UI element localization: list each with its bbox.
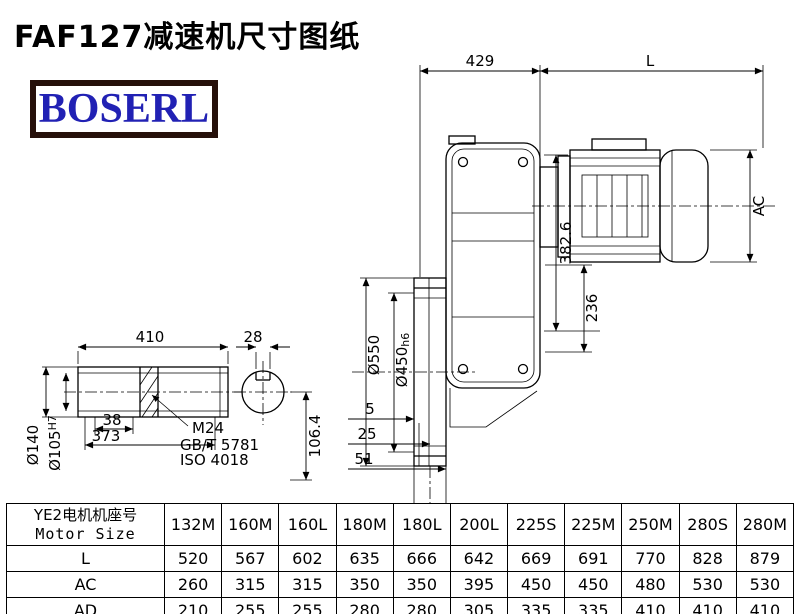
table-header-cell: 200L bbox=[449, 503, 509, 546]
table-cell: 635 bbox=[335, 545, 394, 572]
note-iso-label: ISO 4018 bbox=[180, 451, 249, 469]
table-cell: 315 bbox=[278, 571, 337, 598]
table-cell: 315 bbox=[221, 571, 280, 598]
dim-382: 382.6 bbox=[544, 154, 600, 332]
table-header-cell: 225S bbox=[507, 503, 566, 546]
table-cell: 280 bbox=[335, 597, 394, 614]
table-cell: 335 bbox=[507, 597, 566, 614]
table-cell: 480 bbox=[621, 571, 680, 598]
table-cell: 410 bbox=[678, 597, 737, 614]
dim-ac-label: AC bbox=[750, 196, 768, 216]
table-header-cell: 160M bbox=[221, 503, 280, 546]
dim-5-label: 5 bbox=[365, 400, 375, 418]
dim-28-label: 28 bbox=[243, 328, 262, 346]
table-header-cell: 250M bbox=[621, 503, 680, 546]
table-header-motor-size: YE2电机机座号 Motor Size bbox=[6, 503, 165, 546]
note-standard-label: GB/T 5781 bbox=[180, 436, 259, 454]
table-header-cn: YE2电机机座号 bbox=[33, 505, 138, 524]
bottom-dimensions: 5 25 51 bbox=[348, 400, 447, 503]
table-cell: 770 bbox=[621, 545, 680, 572]
table-cell: 691 bbox=[564, 545, 623, 572]
dimension-drawing: 429 L bbox=[24, 55, 775, 503]
dim-38-label: 38 bbox=[102, 411, 121, 429]
dim-ac: AC bbox=[710, 149, 768, 263]
table-cell: 410 bbox=[621, 597, 680, 614]
table-header-row: YE2电机机座号 Motor Size 132M 160M 160L 180M … bbox=[6, 503, 795, 546]
dim-236-label: 236 bbox=[583, 294, 601, 323]
brand-logo: BOSERL bbox=[30, 80, 218, 138]
table-cell: 350 bbox=[335, 571, 394, 598]
motor-size-table: YE2电机机座号 Motor Size 132M 160M 160L 180M … bbox=[6, 503, 795, 614]
hollow-shaft-detail: 410 Ø140 Ø105H7 38 373 M24 GB/T 5781 ISO… bbox=[24, 328, 259, 471]
table-cell: 260 bbox=[163, 571, 223, 598]
table-cell: 335 bbox=[564, 597, 623, 614]
table-row-l: L 520 567 602 635 666 642 669 691 770 82… bbox=[6, 545, 795, 572]
dim-d450: Ø450h6 bbox=[388, 292, 414, 453]
table-cell: 520 bbox=[163, 545, 223, 572]
table-header-cell: 132M bbox=[163, 503, 223, 546]
table-cell: 567 bbox=[221, 545, 280, 572]
table-header-cell: 180M bbox=[335, 503, 394, 546]
table-header-en: Motor Size bbox=[35, 525, 136, 544]
dim-d105-tol: H7 bbox=[46, 415, 59, 430]
table-cell: 669 bbox=[507, 545, 566, 572]
table-header-cell: 280M bbox=[735, 503, 795, 546]
note-thread-label: M24 bbox=[192, 419, 224, 437]
table-cell: 305 bbox=[449, 597, 509, 614]
table-cell: 450 bbox=[564, 571, 623, 598]
table-row-ac: AC 260 315 315 350 350 395 450 450 480 5… bbox=[6, 571, 795, 598]
table-cell: 255 bbox=[221, 597, 280, 614]
table-header-cell: 180L bbox=[392, 503, 451, 546]
table-cell: 602 bbox=[278, 545, 337, 572]
table-cell: 879 bbox=[735, 545, 795, 572]
dim-236: 236 bbox=[545, 264, 601, 353]
gearbox-housing bbox=[445, 135, 541, 428]
brand-logo-text: BOSERL bbox=[38, 86, 210, 132]
table-cell: 410 bbox=[735, 597, 795, 614]
dim-106-label: 106.4 bbox=[306, 415, 324, 458]
table-header-cell: 160L bbox=[278, 503, 337, 546]
dim-d450-tol: h6 bbox=[399, 333, 412, 347]
top-dimensions: 429 L bbox=[419, 55, 764, 277]
table-cell: 255 bbox=[278, 597, 337, 614]
table-cell: 280 bbox=[392, 597, 451, 614]
dim-l-label: L bbox=[646, 55, 655, 70]
row-label-ac: AC bbox=[6, 571, 165, 598]
table-cell: 210 bbox=[163, 597, 223, 614]
table-cell: 530 bbox=[735, 571, 795, 598]
dim-d450-value: Ø450 bbox=[393, 347, 411, 387]
page-title: FAF127减速机尺寸图纸 bbox=[14, 20, 361, 55]
dim-d105-label: Ø105H7 bbox=[46, 415, 64, 471]
table-cell: 666 bbox=[392, 545, 451, 572]
table-cell: 450 bbox=[507, 571, 566, 598]
row-label-ad: AD bbox=[6, 597, 165, 614]
table-cell: 828 bbox=[678, 545, 737, 572]
dim-410-label: 410 bbox=[136, 328, 165, 346]
dim-382-label: 382.6 bbox=[557, 222, 575, 265]
table-header-cell: 225M bbox=[564, 503, 623, 546]
dim-429-label: 429 bbox=[466, 55, 495, 70]
dim-d140-label: Ø140 bbox=[24, 425, 42, 465]
shaft-cross-section: 28 106.4 bbox=[234, 328, 324, 481]
row-label-l: L bbox=[6, 545, 165, 572]
dim-d550: Ø550 bbox=[360, 277, 414, 467]
dim-51-label: 51 bbox=[354, 450, 373, 468]
motor bbox=[532, 138, 775, 263]
table-cell: 530 bbox=[678, 571, 737, 598]
dim-d450-label: Ø450h6 bbox=[393, 333, 412, 387]
dim-d550-label: Ø550 bbox=[365, 335, 383, 375]
table-header-cell: 280S bbox=[678, 503, 737, 546]
table-cell: 642 bbox=[449, 545, 509, 572]
dim-373-label: 373 bbox=[92, 427, 121, 445]
dim-d105-value: Ø105 bbox=[46, 430, 64, 470]
table-cell: 350 bbox=[392, 571, 451, 598]
dim-25-label: 25 bbox=[357, 425, 376, 443]
table-cell: 395 bbox=[449, 571, 509, 598]
table-row-ad: AD 210 255 255 280 280 305 335 335 410 4… bbox=[6, 597, 795, 614]
